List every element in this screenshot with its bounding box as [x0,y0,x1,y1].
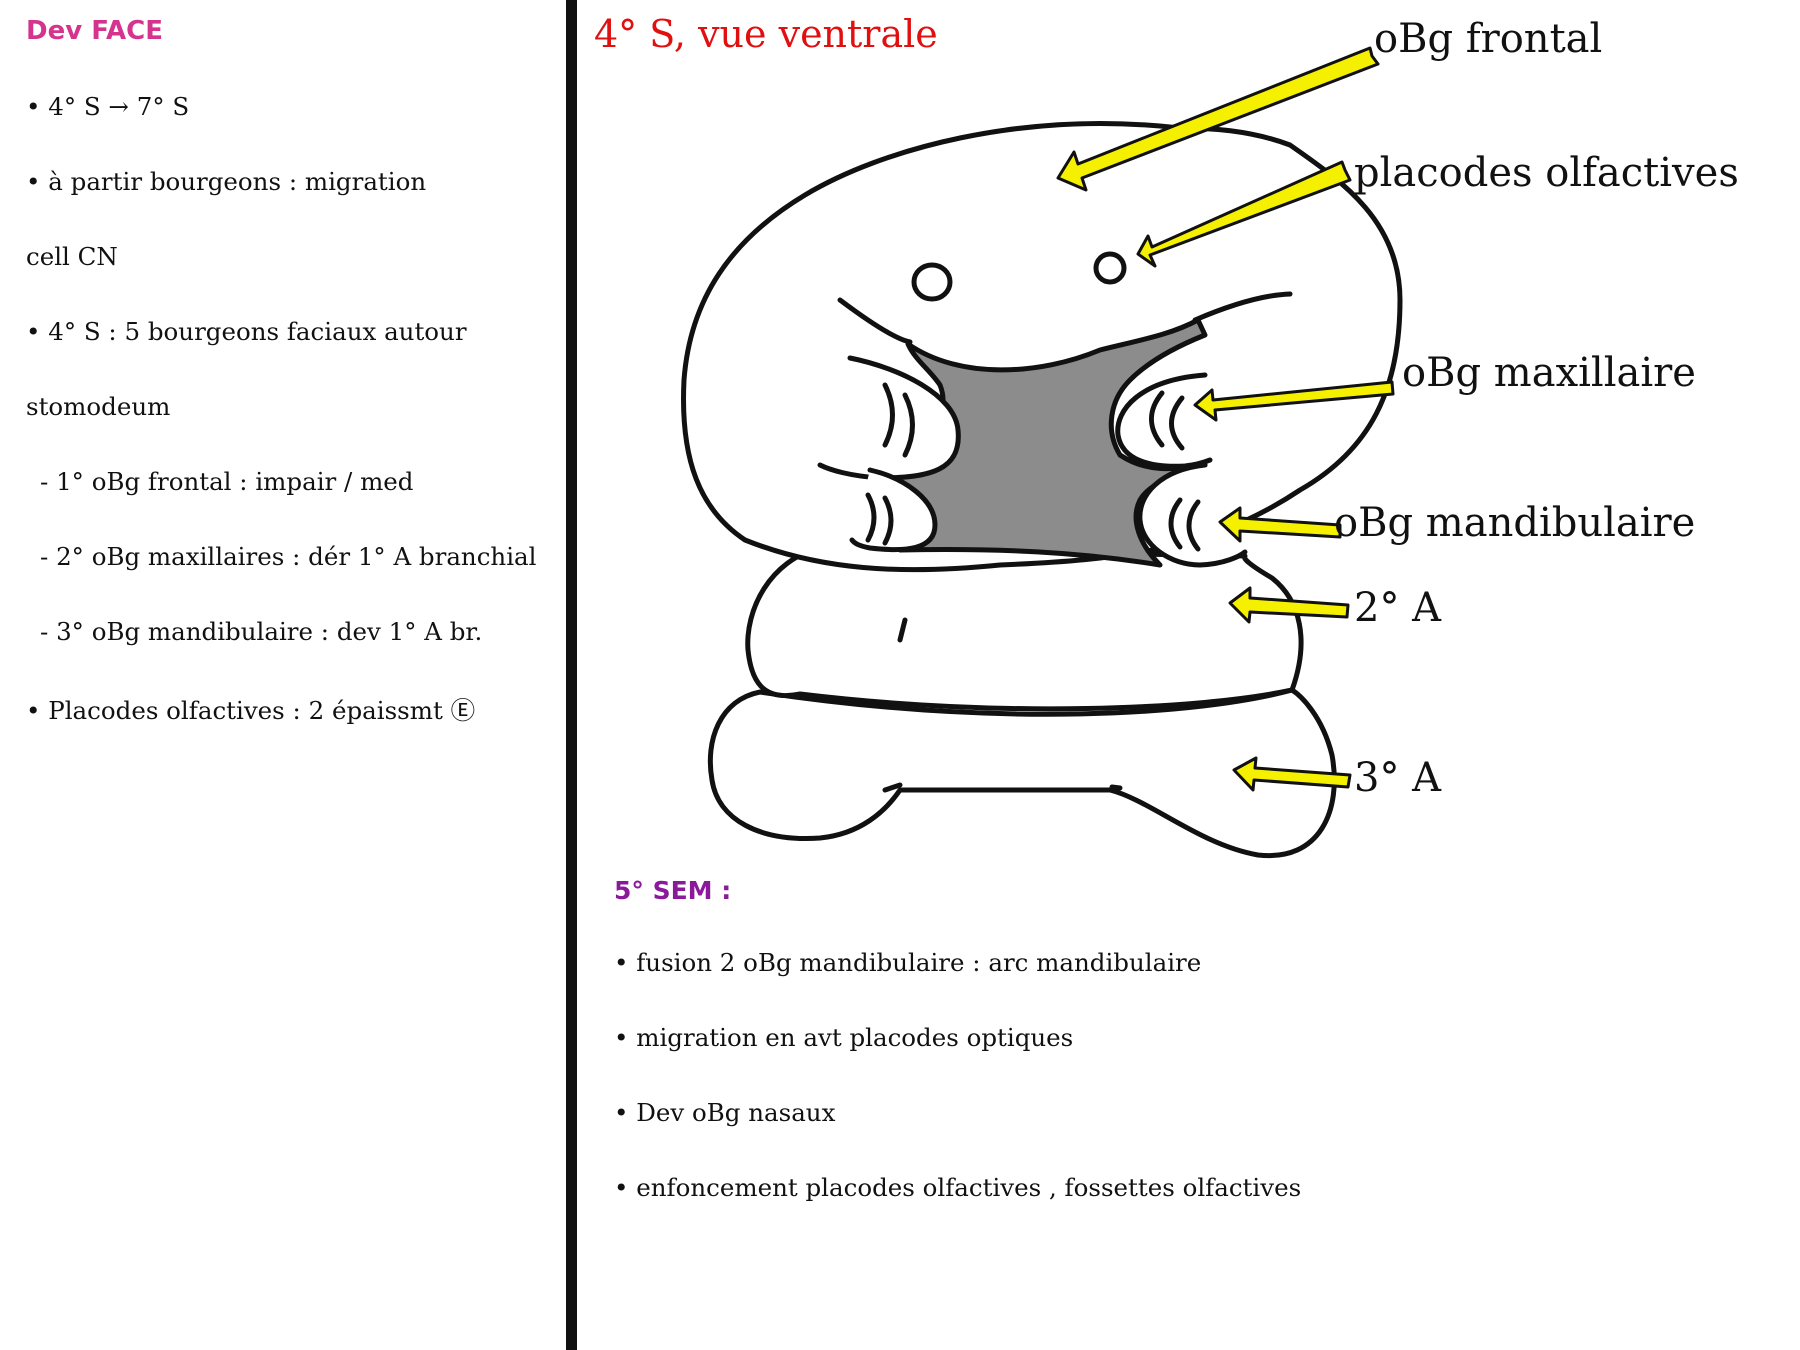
sem5-title: 5° SEM : [614,876,732,905]
groove-mark [865,492,877,543]
upper-fold-left [837,297,913,345]
notes-title: Dev FACE [26,16,163,46]
arrow-placodes [1136,160,1352,268]
second-arch-shape [745,545,1304,712]
notes-line: stomodeum [26,392,171,421]
label-placodes-olfactives: placodes olfactives [1354,150,1739,196]
label-third-arch: 3° A [1354,755,1442,801]
vertical-divider [566,0,577,1350]
arrow-mandibulaire [1218,506,1342,543]
notes-line: - 1° oBg frontal : impair / med [40,467,414,496]
left-olfactory-placode [911,262,953,302]
groove-mark [1149,390,1165,448]
arrow-arch3 [1232,756,1352,792]
diagram-title: 4° S, vue ventrale [594,12,938,56]
label-obg-maxillaire: oBg maxillaire [1402,350,1696,396]
groove-mark [1186,499,1201,552]
label-second-arch: 2° A [1354,585,1442,631]
groove-mark [882,495,894,546]
third-arch-shape [707,687,1337,859]
arch-seam [897,617,908,643]
label-obg-mandibulaire: oBg mandibulaire [1334,500,1696,546]
notes-line: • à partir bourgeons : migration [26,167,427,196]
notes-line: • 4° S : 5 bourgeons faciaux autour [26,317,467,346]
arrow-maxillaire [1193,380,1395,422]
notes-line: • Placodes olfactives : 2 épaissmt Ⓔ [26,696,476,725]
notes-line: - 3° oBg mandibulaire : dev 1° A br. [40,617,483,646]
groove-mark [1168,497,1183,550]
notes-line: - 2° oBg maxillaires : dér 1° A branchia… [40,542,537,571]
notes-line: cell CN [26,242,118,271]
groove-mark [902,392,915,458]
right-olfactory-placode [1093,251,1127,285]
label-obg-frontal: oBg frontal [1374,16,1603,62]
third-arch-gap-left [882,782,903,793]
groove-mark [882,382,895,448]
groove-mark [1169,395,1185,451]
sem5-line: • fusion 2 oBg mandibulaire : arc mandib… [614,948,1202,977]
sem5-line: • migration en avt placodes optiques [614,1023,1074,1052]
arrow-frontal [1056,46,1380,192]
notes-line: • 4° S → 7° S [26,92,190,121]
arrow-arch2 [1228,586,1350,624]
sem5-line: • Dev oBg nasaux [614,1098,836,1127]
left-maxillary-bud [817,355,961,481]
upper-fold-right [1192,291,1293,323]
sem5-line: • enfoncement placodes olfactives , foss… [614,1173,1302,1202]
third-arch-gap-right [1109,784,1123,791]
